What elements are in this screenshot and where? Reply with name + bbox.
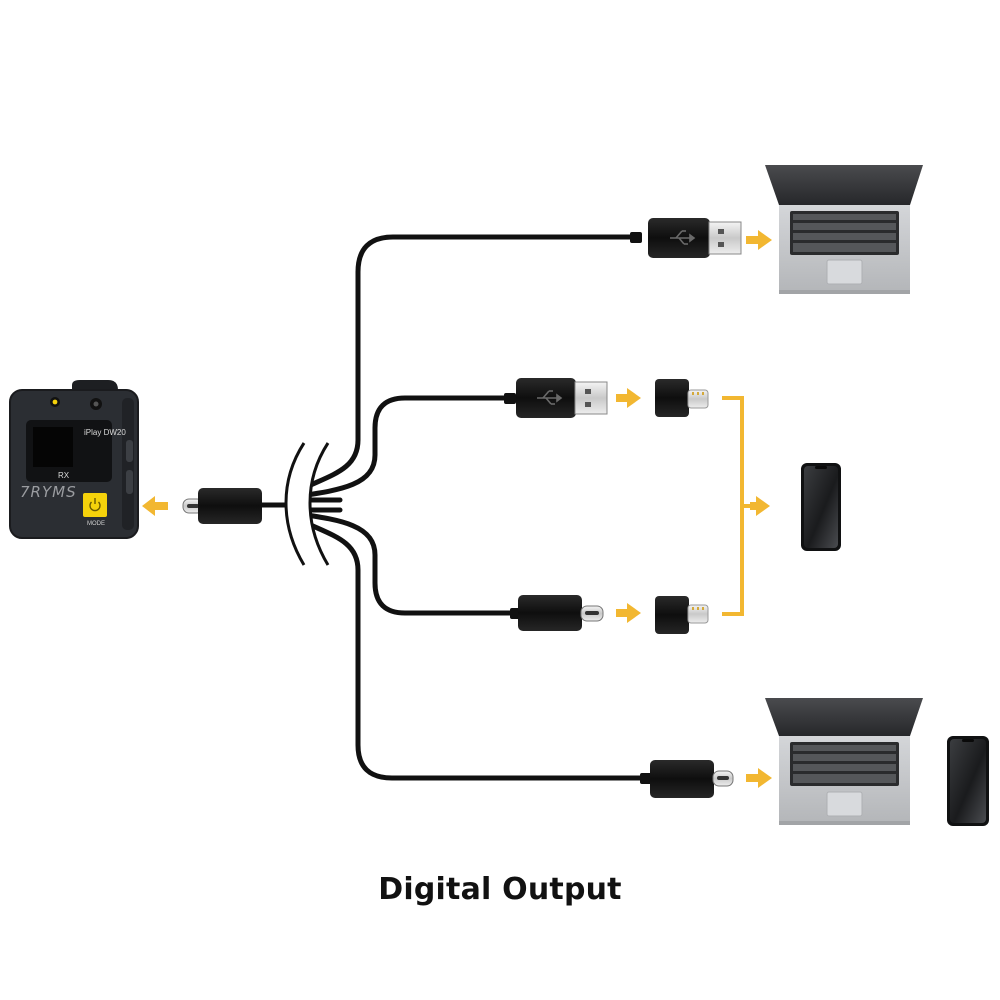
- lightning-adapter: [655, 596, 709, 634]
- receiver-channel-label: RX: [58, 471, 70, 480]
- usb-c-plug-laptop: [640, 760, 734, 798]
- usb-c-plug-receiver: [182, 488, 262, 524]
- usb-c-plug-phone: [510, 595, 604, 631]
- laptop-icon: [765, 698, 923, 825]
- mode-button: [83, 493, 107, 517]
- mode-button-label: MODE: [87, 521, 105, 527]
- bracket-connector: [722, 396, 752, 616]
- phone-icon: [947, 736, 989, 826]
- cable-branch-usb-a-laptop: [297, 234, 633, 493]
- cable-branch-usb-c-lightning: [297, 511, 513, 616]
- lightning-adapter: [655, 379, 709, 417]
- cable-branch-usb-c-laptop: [297, 517, 643, 781]
- cable-break-symbol: [284, 442, 330, 566]
- arrow-left-icon: [142, 496, 168, 516]
- laptop-icon: [765, 165, 923, 294]
- usb-trident-icon: [670, 230, 696, 245]
- power-icon: [89, 498, 101, 512]
- phone-icon: [801, 463, 841, 551]
- diagram-caption: Digital Output: [378, 872, 622, 907]
- usb-a-plug-phone: [504, 378, 608, 418]
- receiver-model-label: iPlay DW20: [84, 428, 126, 437]
- arrow-right-icon: [746, 230, 772, 250]
- arrow-right-icon: [616, 603, 641, 623]
- receiver-brand-logo: 7RYMS: [20, 483, 77, 501]
- arrow-right-icon: [750, 496, 770, 516]
- usb-a-plug-laptop: [630, 218, 742, 258]
- arrow-right-icon: [616, 388, 641, 408]
- usb-trident-icon: [537, 390, 563, 405]
- receiver-device: iPlay DW20 RX 7RYMS MODE: [9, 380, 139, 539]
- cable-branch-usb-a-lightning: [297, 395, 508, 499]
- arrow-right-icon: [746, 768, 772, 788]
